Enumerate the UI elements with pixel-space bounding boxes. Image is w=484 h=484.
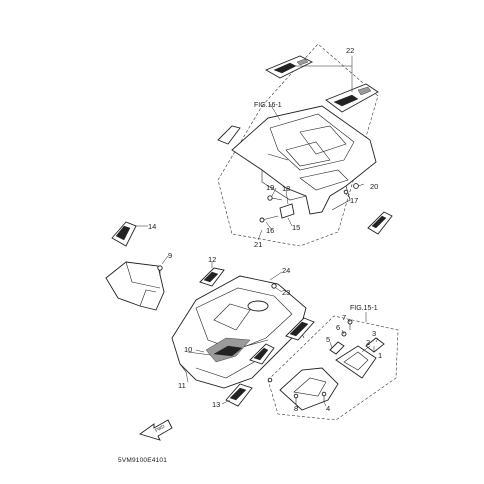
- leader-13: [221, 399, 231, 405]
- rear-group-dashed-boundary: [217, 43, 379, 247]
- rear-fender-decal-left: [264, 55, 314, 79]
- front-fender-grommet-23: [271, 283, 277, 289]
- leader-15: [287, 217, 293, 227]
- rear-bolt-16: [259, 215, 279, 223]
- label-13: 13: [212, 400, 220, 409]
- label-1: 1: [378, 351, 382, 360]
- label-fig16: FIG.16-1: [254, 102, 282, 109]
- leader-23: [275, 287, 283, 293]
- side-cover-9: [105, 261, 165, 311]
- leader-21: [257, 229, 263, 241]
- leader-20: [357, 183, 365, 187]
- label-6: 6: [336, 323, 340, 332]
- front-side-decal-right: [285, 317, 315, 341]
- label-7: 7: [342, 313, 346, 322]
- leader-11: [185, 371, 189, 383]
- label-2: 2: [366, 338, 370, 347]
- bolt-7: [347, 319, 353, 330]
- front-decal-13: [225, 383, 253, 407]
- small-decal-3: [365, 337, 385, 353]
- rear-clip-20: [353, 183, 359, 189]
- leader-10: [195, 349, 205, 353]
- leader-6: [341, 329, 345, 335]
- rear-side-decal: [367, 211, 393, 235]
- leader-8: [295, 403, 299, 409]
- rear-bracket-18: [279, 203, 295, 219]
- leader-3: [375, 337, 379, 343]
- label-12: 12: [208, 255, 216, 264]
- front-lower-decal: [249, 343, 275, 365]
- rear-fender-decal-right: [325, 83, 379, 113]
- label-fig15: FIG.15-1: [350, 305, 378, 312]
- leader-fig16: [269, 103, 281, 121]
- front-fender-decal-12: [199, 267, 225, 287]
- side-decal-14: [111, 221, 137, 247]
- front-fender: [171, 275, 307, 389]
- label-22: 22: [346, 46, 354, 55]
- label-5: 5: [326, 335, 330, 344]
- leader-7: [347, 319, 351, 323]
- leader-17: [345, 193, 351, 199]
- label-20: 20: [370, 182, 378, 191]
- fwd-arrow-icon: FWD: [138, 419, 173, 441]
- small-decal-5: [329, 341, 345, 355]
- label-15: 15: [292, 223, 300, 232]
- screw-8: [293, 393, 299, 404]
- leader-2: [361, 345, 371, 353]
- rear-screw-19: [267, 195, 283, 201]
- leader-24: [269, 271, 283, 281]
- label-23: 23: [282, 288, 290, 297]
- label-19: 19: [266, 183, 274, 192]
- label-17: 17: [350, 196, 358, 205]
- emblem-decal-2: [335, 345, 377, 379]
- front-group-dashed-boundary: [267, 315, 399, 421]
- label-10: 10: [184, 345, 192, 354]
- leader-5: [329, 341, 333, 349]
- label-18: 18: [282, 184, 290, 193]
- diagram-code: 5VM9100E4101: [118, 457, 167, 464]
- label-14: 14: [148, 222, 156, 231]
- leader-9: [161, 255, 169, 265]
- label-24: 24: [282, 266, 290, 275]
- leader-16: [265, 221, 273, 231]
- rear-fender: [231, 105, 377, 215]
- headlight-cover: [279, 367, 339, 411]
- side-cover-bolt: [157, 265, 163, 276]
- leader-19: [271, 187, 277, 197]
- fwd-label: FWD: [154, 423, 166, 433]
- label-16: 16: [266, 226, 274, 235]
- label-21: 21: [254, 240, 262, 249]
- rear-fender-flap: [217, 125, 241, 145]
- rear-clip-17: [343, 189, 349, 195]
- label-11: 11: [178, 381, 186, 390]
- label-9: 9: [168, 251, 172, 260]
- loose-bolt-left: [267, 377, 273, 383]
- leader-18: [285, 189, 289, 205]
- label-8: 8: [294, 404, 298, 413]
- leader-4: [323, 401, 327, 407]
- screw-4: [321, 391, 327, 402]
- label-3: 3: [372, 329, 376, 338]
- label-4: 4: [326, 404, 330, 413]
